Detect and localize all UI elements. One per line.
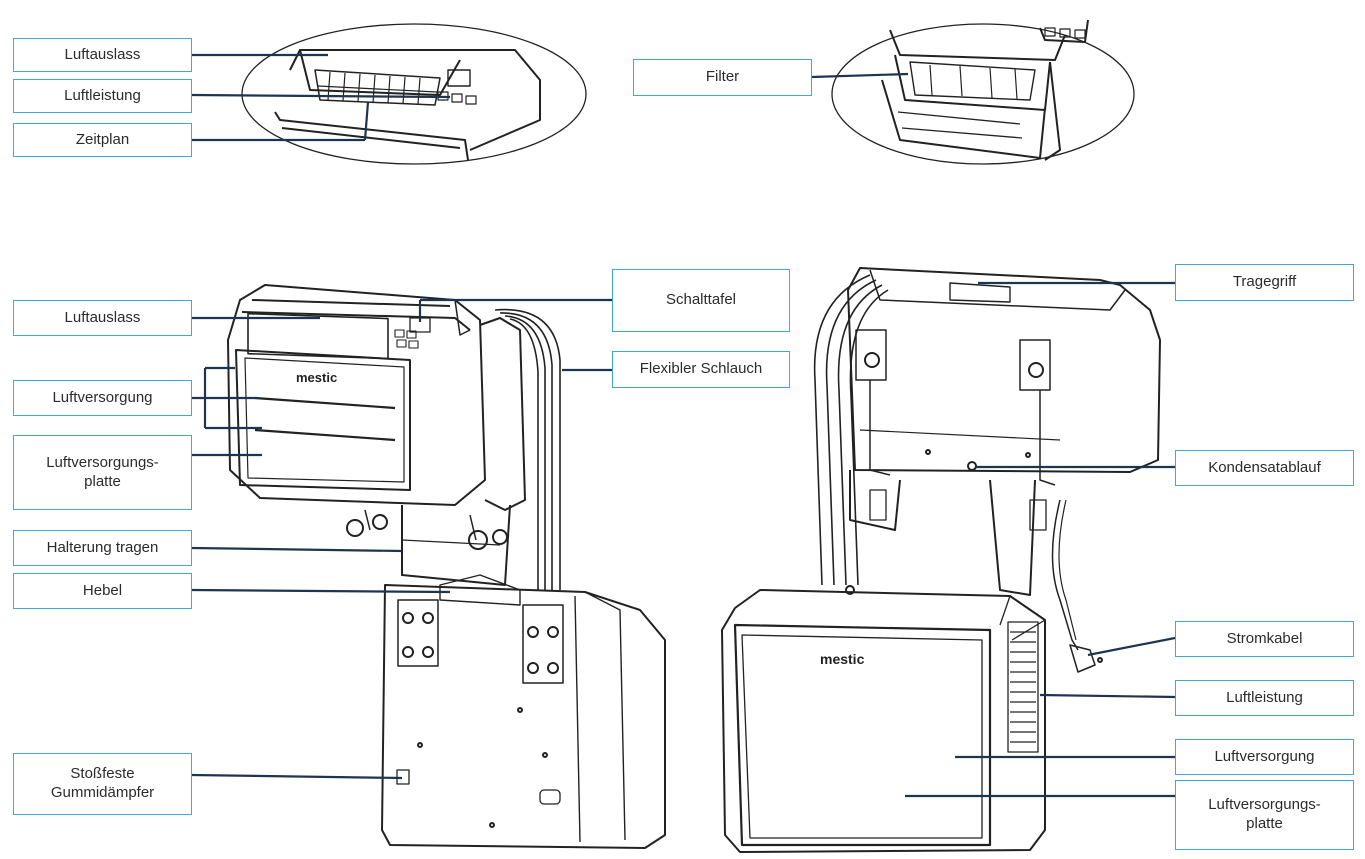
brand-logo-front: mestic [296, 370, 337, 385]
label-halterung-tragen: Halterung tragen [13, 530, 192, 566]
label-hebel: Hebel [13, 573, 192, 609]
label-filter: Filter [633, 59, 812, 96]
label-gummidaempfer: Stoßfeste Gummidämpfer [13, 753, 192, 815]
label-stromkabel: Stromkabel [1175, 621, 1354, 657]
zoom-detail-outlet [241, 23, 587, 165]
zoom-detail-filter [831, 19, 1135, 165]
label-top-zeitplan: Zeitplan [13, 123, 192, 157]
label-schalttafel: Schalttafel [612, 269, 790, 332]
back-unit [721, 267, 1161, 853]
label-tragegriff: Tragegriff [1175, 264, 1354, 301]
brand-logo-back: mestic [820, 651, 865, 667]
front-unit [227, 284, 666, 849]
label-flexibler-schlauch: Flexibler Schlauch [612, 351, 790, 388]
label-kondensatablauf: Kondensatablauf [1175, 450, 1354, 486]
label-back-luftversorgung: Luftversorgung [1175, 739, 1354, 775]
label-front-luftauslass: Luftauslass [13, 300, 192, 336]
label-back-luftleistung: Luftleistung [1175, 680, 1354, 716]
leader-lines [191, 53, 1176, 798]
label-front-luftversorgung: Luftversorgung [13, 380, 192, 416]
label-top-luftauslass: Luftauslass [13, 38, 192, 72]
label-top-luftleistung: Luftleistung [13, 79, 192, 113]
label-back-luftversorgungsplatte: Luftversorgungs- platte [1175, 780, 1354, 850]
label-front-luftversorgungsplatte: Luftversorgungs- platte [13, 435, 192, 510]
